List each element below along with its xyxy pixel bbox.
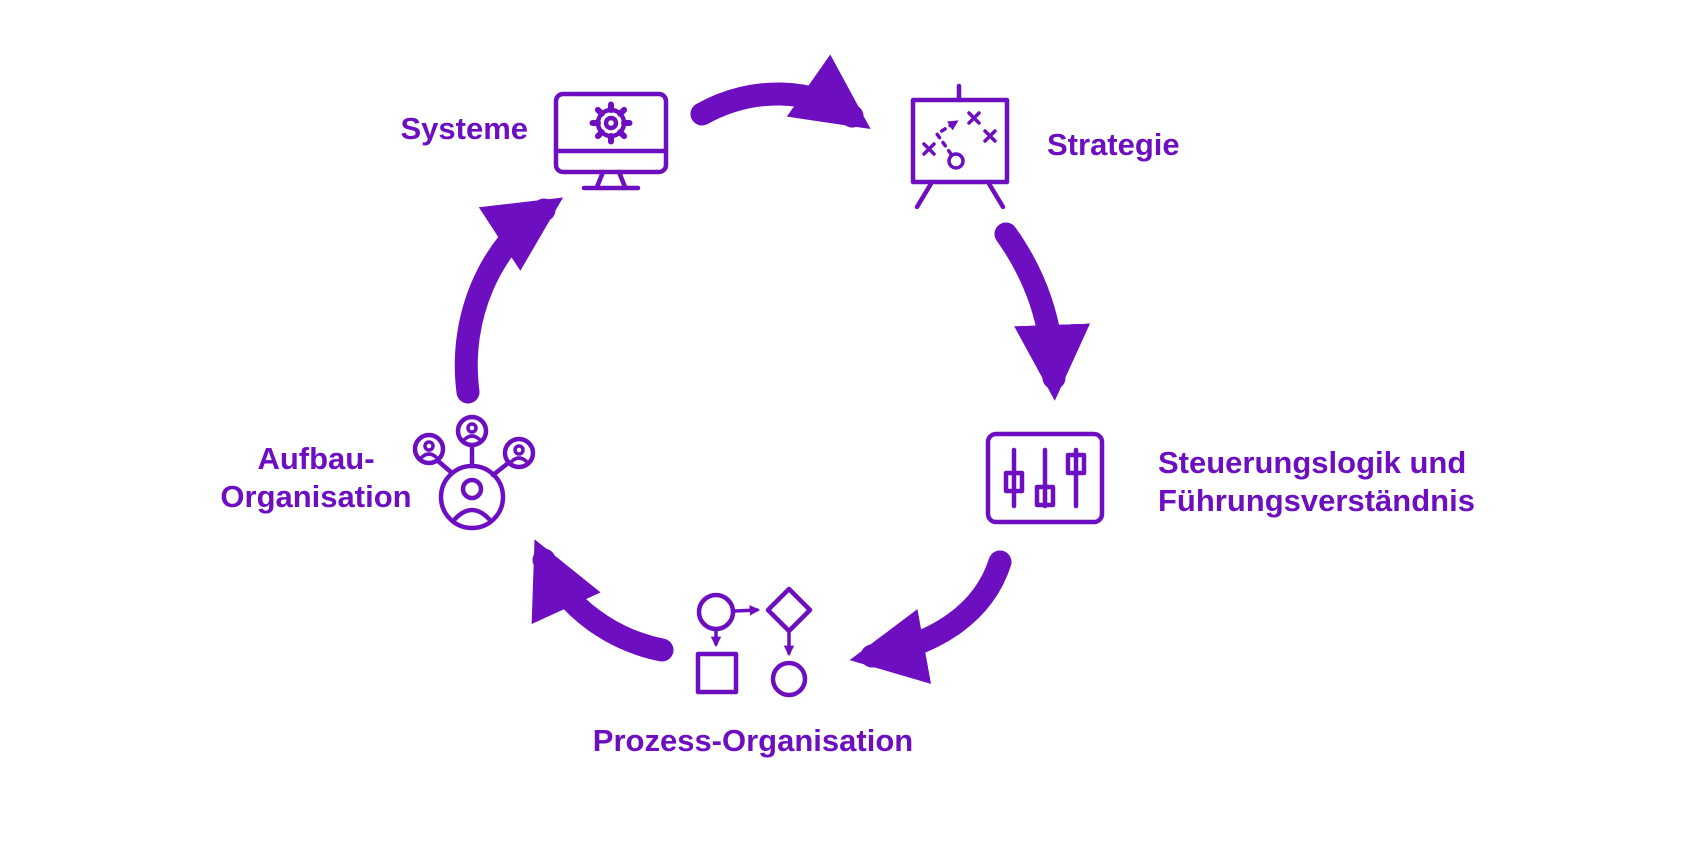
strategy-board-icon [910, 83, 1010, 210]
label-aufbau-line2: Organisation [220, 479, 412, 514]
label-steuerungslogik-line1: Steuerungslogik und [1158, 445, 1467, 480]
label-strategie: Strategie [1047, 127, 1180, 162]
flowchart-icon [695, 586, 813, 698]
arrow-prozess-to-aufbau [531, 539, 674, 662]
sliders-icon [985, 431, 1105, 525]
arrow-steuerung-to-prozess [849, 550, 1012, 684]
label-aufbau-organisation: Aufbau- Organisation [206, 440, 426, 516]
arrow-systeme-to-strategie [690, 54, 871, 130]
monitor-gear-icon [553, 91, 669, 191]
label-aufbau-line1: Aufbau- [257, 441, 375, 476]
org-chart-icon [412, 414, 536, 531]
arrow-strategie-to-steuerung [994, 222, 1091, 401]
label-systeme: Systeme [400, 111, 528, 146]
label-steuerungslogik: Steuerungslogik und Führungsverständnis [1158, 444, 1475, 520]
arrow-aufbau-to-systeme [454, 197, 564, 404]
label-steuerungslogik-line2: Führungsverständnis [1158, 483, 1475, 518]
label-prozess-organisation: Prozess-Organisation [592, 723, 914, 758]
